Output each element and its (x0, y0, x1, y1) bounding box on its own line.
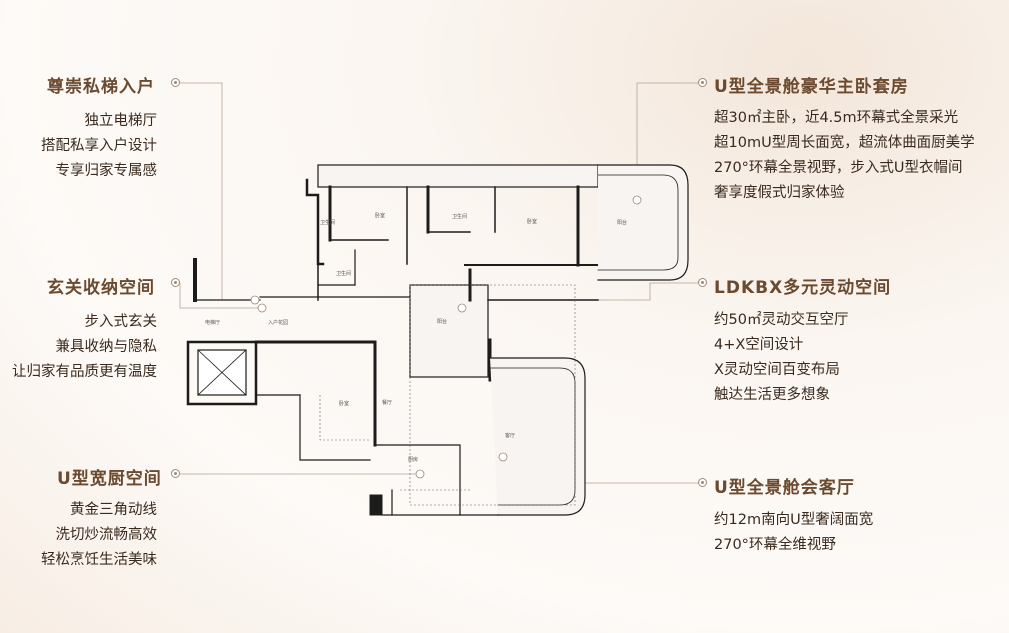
leader-master-suite (636, 82, 700, 200)
marker-entrance-storage (171, 278, 180, 287)
heading-private-elevator: 尊崇私梯入户 (47, 77, 155, 97)
room-balcony1: 阳台 (617, 219, 627, 226)
room-living: 客厅 (505, 432, 515, 439)
leader-ldkbx (461, 282, 700, 305)
desc-line: X灵动空间百变布局 (714, 362, 840, 378)
desc-line: 超30㎡主卧，近4.5m环幕式全景采光 (714, 110, 959, 126)
desc-master-suite: 超30㎡主卧，近4.5m环幕式全景采光 超10mU型周长面宽，超流体曲面厨美学 … (714, 106, 975, 206)
desc-line: 洗切炒流畅高效 (55, 527, 158, 543)
leader-lines (179, 82, 700, 484)
room-bedroom3: 卧室 (339, 400, 349, 407)
room-dining: 餐厅 (382, 399, 392, 406)
room-bedroom2: 卧室 (527, 218, 537, 225)
balcony2-outline (409, 284, 489, 378)
heading-kitchen: U型宽厨空间 (57, 469, 162, 489)
walls (186, 164, 689, 516)
desc-line: 专享归家专属感 (55, 163, 158, 179)
desc-line: 约12m南向U型奢阔面宽 (714, 512, 874, 528)
dashed-paths (319, 284, 576, 506)
desc-ldkbx: 约50㎡灵动交互空厅 4+X空间设计 X灵动空间百变布局 触达生活更多想象 (714, 308, 848, 408)
room-kitchen: 厨房 (408, 456, 418, 463)
marker-kitchen (171, 469, 180, 478)
marker-living-room (698, 478, 707, 487)
desc-line: 黄金三角动线 (70, 502, 157, 518)
room-bath3: 卫生间 (336, 270, 351, 277)
desc-line: 超10mU型周长面宽，超流体曲面厨美学 (714, 135, 975, 151)
room-bath1: 卫生间 (320, 219, 335, 226)
room-bedroom1: 卧室 (375, 212, 385, 219)
desc-line: 270°环幕全景视野，步入式U型衣帽间 (714, 160, 963, 176)
heading-entrance-storage: 玄关收纳空间 (47, 278, 155, 298)
marker-master-suite (698, 78, 707, 87)
desc-private-elevator: 独立电梯厅 搭配私享入户设计 专享归家专属感 (41, 109, 157, 184)
leader-private-elevator (180, 82, 255, 301)
desc-line: 搭配私享入户设计 (41, 138, 157, 154)
desc-line: 约50㎡灵动交互空厅 (714, 312, 849, 328)
desc-line: 轻松烹饪生活美味 (41, 552, 157, 568)
desc-line: 触达生活更多想象 (714, 387, 830, 403)
desc-line: 步入式玄关 (84, 314, 158, 330)
top-window-band (317, 164, 599, 188)
room-entry-garden: 入户花园 (268, 319, 288, 326)
heading-living-room: U型全景舱会客厅 (714, 478, 855, 498)
marker-ldkbx (698, 278, 707, 287)
room-balcony2: 阳台 (437, 318, 447, 325)
desc-living-room: 约12m南向U型奢阔面宽 270°环幕全维视野 (714, 508, 873, 558)
desc-entrance-storage: 步入式玄关 兼具收纳与隐私 让归家有品质更有温度 (12, 310, 157, 385)
room-bath2: 卫生间 (452, 213, 467, 220)
room-labels: 卫生间 卧室 卫生间 卧室 阳台 卫生间 阳台 电梯厅 入户花园 卧室 餐厅 客… (205, 212, 627, 463)
desc-line: 4+X空间设计 (714, 337, 804, 353)
desc-line: 让归家有品质更有温度 (12, 364, 157, 380)
desc-kitchen: 黄金三角动线 洗切炒流畅高效 轻松烹饪生活美味 (41, 498, 157, 573)
desc-line: 兼具收纳与隐私 (55, 339, 158, 355)
heading-master-suite: U型全景舱豪华主卧套房 (714, 77, 909, 97)
heading-ldkbx: LDKBX多元灵动空间 (714, 278, 892, 298)
desc-line: 奢享度假式归家体验 (714, 185, 845, 201)
marker-private-elevator (171, 78, 180, 87)
desc-line: 独立电梯厅 (84, 113, 158, 129)
room-elevator-hall: 电梯厅 (205, 319, 220, 326)
desc-line: 270°环幕全维视野 (714, 537, 836, 553)
leader-entrance-storage (179, 283, 262, 309)
plan-markers (250, 195, 642, 479)
